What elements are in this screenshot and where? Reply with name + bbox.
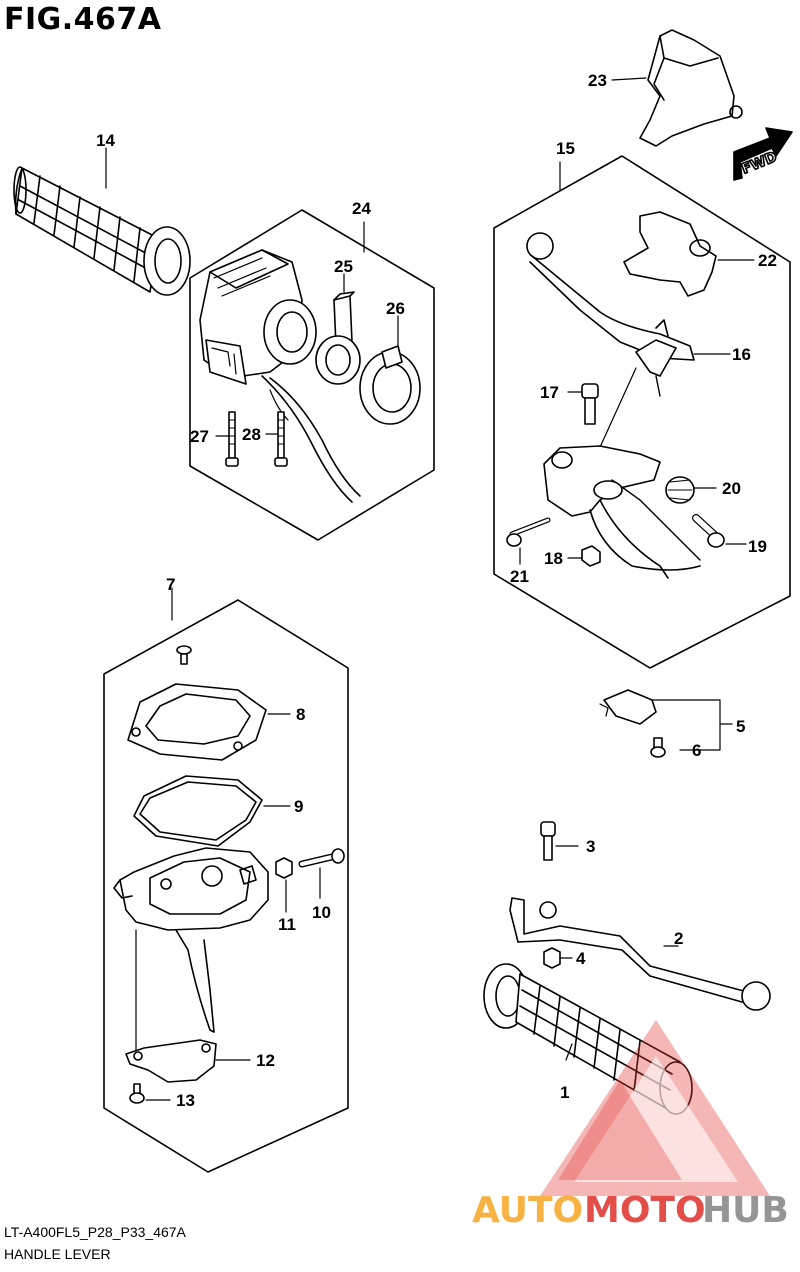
switch-part-5 — [599, 689, 733, 751]
callout-1: 1 — [560, 1083, 569, 1102]
callout-17: 17 — [540, 383, 559, 402]
switch-assembly-part-24 — [199, 221, 365, 503]
screw-part-27 — [215, 411, 239, 467]
pivot-bolt-part-17 — [567, 383, 599, 425]
cover-part-23 — [611, 29, 743, 147]
callout-16: 16 — [732, 345, 751, 364]
screw-part-13 — [129, 1083, 171, 1104]
callout-23: 23 — [588, 71, 607, 90]
callout-6: 6 — [692, 741, 701, 760]
nut-part-4 — [543, 947, 573, 969]
clamp-ring-part-26 — [359, 315, 421, 425]
nut-part-18 — [567, 545, 601, 567]
screw-part-28 — [265, 411, 288, 467]
screw-part-6 — [650, 737, 666, 758]
watermark-hub: HUB — [702, 1190, 789, 1231]
figure-title: FIG.467A — [4, 2, 162, 37]
callout-15: 15 — [556, 139, 575, 158]
figure-name: HANDLE LEVER — [4, 1246, 111, 1262]
fwd-arrow-icon: FWD — [733, 127, 793, 181]
callout-9: 9 — [294, 797, 303, 816]
callout-19: 19 — [748, 537, 767, 556]
plate-part-12 — [125, 1039, 251, 1083]
callout-13: 13 — [176, 1091, 195, 1110]
callout-26: 26 — [386, 299, 405, 318]
callout-24: 24 — [352, 199, 371, 218]
group-box-24 — [189, 209, 435, 541]
adjuster-part-20 — [665, 476, 717, 504]
callout-10: 10 — [312, 903, 331, 922]
callout-4: 4 — [576, 949, 586, 968]
screw-part-19 — [692, 514, 747, 548]
callout-20: 20 — [722, 479, 741, 498]
callout-28: 28 — [242, 425, 261, 444]
bolt-part-21 — [506, 517, 551, 565]
callout-14: 14 — [96, 131, 115, 150]
bolt-part-3 — [540, 821, 579, 861]
cable-end-part-16 — [595, 339, 731, 457]
callout-27: 27 — [190, 427, 209, 446]
callout-12: 12 — [256, 1051, 275, 1070]
bracket-part-22 — [623, 211, 755, 297]
cap-part-8 — [127, 683, 291, 761]
callout-3: 3 — [586, 837, 595, 856]
lever-part-2 — [509, 897, 771, 1011]
callout-5: 5 — [736, 717, 745, 736]
screw-top-part-7 — [171, 587, 192, 665]
figure-code: LT-A400FL5_P28_P33_467A — [4, 1224, 186, 1240]
group-box-7 — [103, 599, 349, 1173]
callout-11: 11 — [278, 915, 296, 934]
watermark-auto: AUTO — [472, 1190, 583, 1231]
callout-21: 21 — [510, 567, 529, 586]
callout-8: 8 — [296, 705, 305, 724]
group-box-15 — [493, 155, 791, 669]
nut-part-11 — [275, 857, 293, 913]
grip-left-part-14 — [13, 147, 191, 296]
switch-knob-part-25 — [315, 273, 361, 385]
callout-18: 18 — [544, 549, 563, 568]
callout-7: 7 — [166, 575, 175, 594]
lever-bracket-body — [543, 445, 701, 579]
watermark-logo: AUTO MOTO HUB — [472, 1020, 789, 1231]
bolt-part-10 — [298, 848, 345, 899]
master-cylinder-body — [113, 847, 269, 1059]
watermark-moto: MOTO — [584, 1190, 706, 1231]
callout-2: 2 — [674, 929, 683, 948]
gasket-part-9 — [133, 775, 291, 847]
callout-25: 25 — [334, 257, 353, 276]
callout-22: 22 — [758, 251, 777, 270]
